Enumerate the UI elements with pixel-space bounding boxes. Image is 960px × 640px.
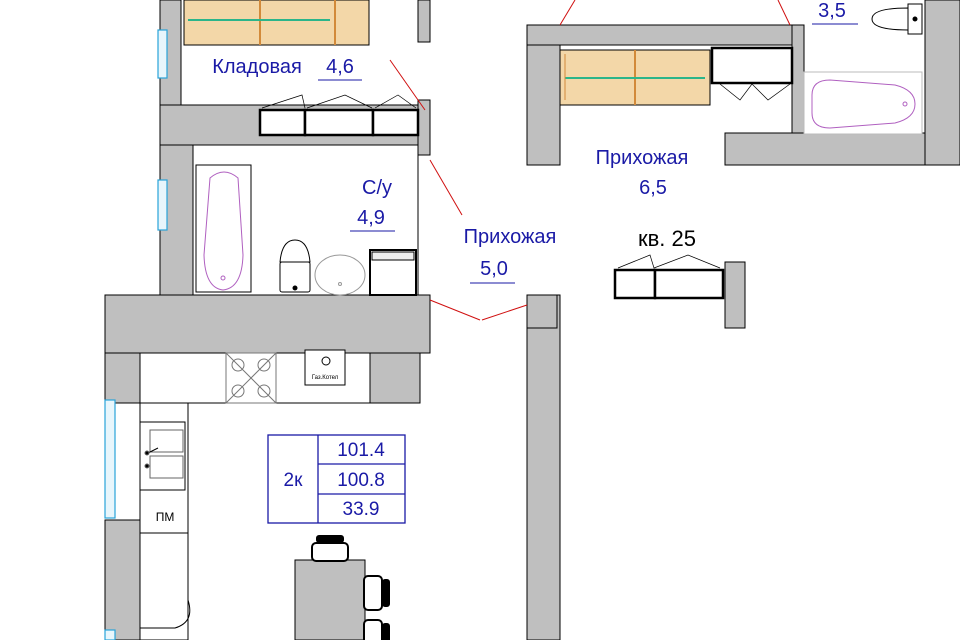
- hall-cabinet-doors: [719, 83, 791, 101]
- wall-entry-top: [526, 294, 558, 329]
- cabinet-doors-storage: [261, 94, 417, 109]
- room-name-bathroom: С/у: [362, 177, 392, 199]
- room-name-hallway-small: Прихожая: [464, 226, 557, 248]
- chair-icon: [363, 575, 390, 611]
- door-swing-entry-left: [429, 299, 481, 321]
- cabinet-row-storage: [258, 108, 420, 137]
- wall-toilet-bottom: [104, 294, 431, 354]
- window-storage: [157, 29, 168, 79]
- window-bathroom: [157, 179, 168, 231]
- chair-icon: [311, 535, 349, 562]
- wall-bath-divider: [791, 24, 805, 146]
- wardrobe-storage: [183, 0, 370, 46]
- room-area-bathroom-right: 3,5: [818, 0, 846, 22]
- room-area-bathroom: 4,9: [357, 207, 385, 229]
- door-swing-storage: [389, 59, 426, 111]
- room-area-storage: 4,6: [326, 56, 354, 78]
- washbasin-icon: [314, 254, 366, 296]
- wall-kitchen-left-lower: [104, 519, 141, 640]
- window-kitchen-low: [104, 629, 116, 640]
- cabinet-doors-entry: [617, 254, 721, 269]
- area-living: 100.8: [337, 470, 385, 491]
- area-total: 101.4: [337, 440, 385, 461]
- dining-table: [294, 559, 366, 640]
- wall-entry-left: [526, 294, 561, 640]
- door-swing-bathroom: [429, 159, 463, 216]
- apartment-type: 2к: [284, 470, 304, 491]
- wall-right-outer: [924, 0, 960, 166]
- wall-hall-left: [526, 24, 561, 166]
- stove-icon: [225, 352, 277, 404]
- apartment-label: кв. 25: [638, 226, 696, 251]
- wall-entry-right: [724, 261, 746, 329]
- bathtub-icon: [803, 71, 923, 135]
- boiler-label: Газ.Котел: [312, 375, 339, 381]
- dishwasher-label: ПМ: [156, 510, 175, 524]
- bathtub-icon: [195, 164, 252, 293]
- wall-hall-top: [526, 24, 803, 46]
- windows: [104, 29, 168, 640]
- wardrobe-hall: [559, 49, 711, 106]
- door-swing-entry-right: [481, 304, 528, 321]
- washing-machine-icon: [369, 249, 417, 296]
- boiler-icon: Газ.Котел: [304, 349, 346, 386]
- toilet-icon: [871, 3, 923, 35]
- wall-kitchen-left: [104, 352, 141, 404]
- area-box: [267, 434, 406, 524]
- window-kitchen: [104, 399, 116, 519]
- chair-icon: [363, 619, 390, 640]
- room-area-hallway-large: 6,5: [639, 177, 667, 199]
- door-swing-hall-right: [777, 0, 791, 26]
- wall-right-bottom: [724, 132, 960, 166]
- area-other: 33.9: [343, 499, 380, 520]
- hall-shoe-cabinet: [710, 46, 794, 85]
- room-name-storage: Кладовая: [212, 56, 302, 78]
- toilet-icon: [279, 239, 311, 293]
- door-swing-hall-left: [559, 0, 576, 26]
- room-name-hallway-large: Прихожая: [596, 147, 689, 169]
- wall-corridor-stub: [417, 0, 431, 43]
- fridge: [369, 352, 421, 404]
- room-area-hallway-small: 5,0: [480, 258, 508, 280]
- sink-icon: [139, 421, 186, 491]
- cabinet-row-entry: [613, 268, 725, 300]
- counter-corner: [140, 599, 191, 629]
